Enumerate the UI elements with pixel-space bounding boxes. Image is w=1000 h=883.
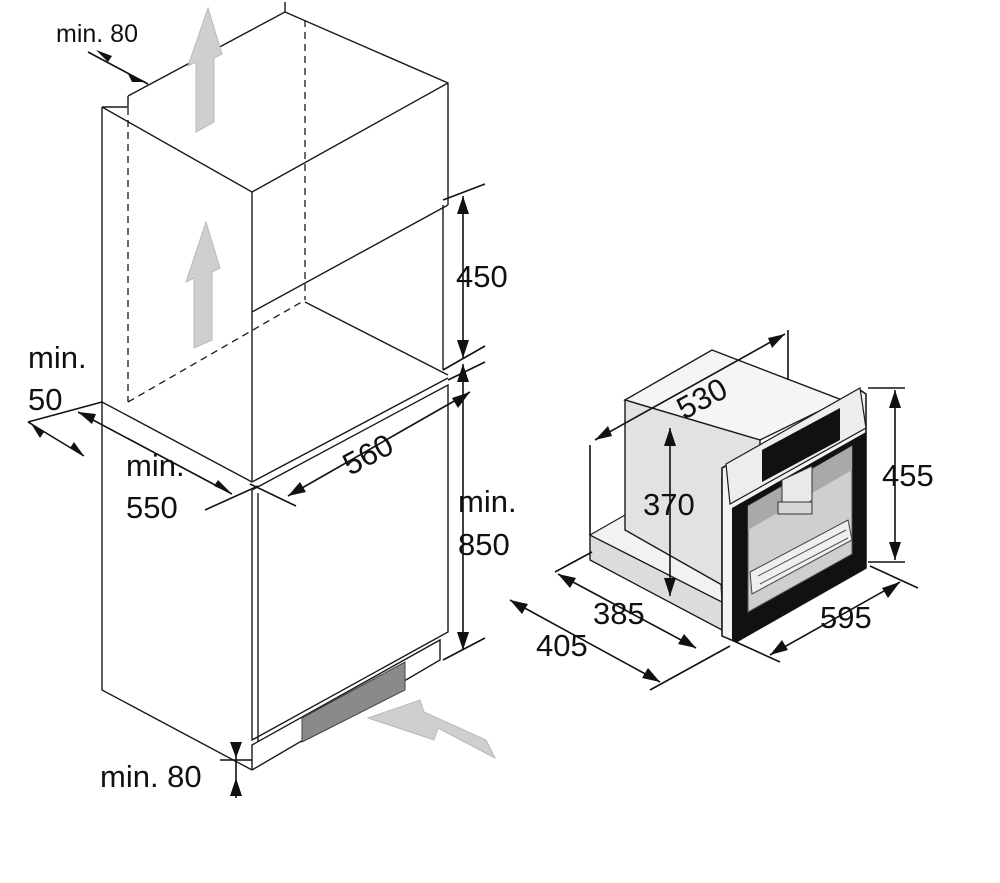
airflow-arrow-bottom-icon xyxy=(366,699,497,760)
label-app-width: 595 xyxy=(820,600,872,635)
cabinet-dimensions xyxy=(27,50,486,798)
label-floor-line2: 850 xyxy=(458,527,510,562)
label-app-inner-height: 370 xyxy=(643,487,695,522)
label-top-gap: min. 80 xyxy=(56,20,138,48)
airflow-arrow-middle-icon xyxy=(185,220,221,349)
label-floor-line1: min. xyxy=(458,484,517,519)
label-width: 560 xyxy=(337,427,399,482)
label-bottom-gap: min. 80 xyxy=(100,759,202,794)
label-depth-line1: min. xyxy=(126,448,185,483)
label-app-height: 455 xyxy=(882,458,934,493)
appliance-dimensions xyxy=(509,330,919,691)
label-side-gap-line2: 50 xyxy=(28,382,62,417)
airflow-arrow-top-icon xyxy=(187,6,223,133)
label-niche-height: 450 xyxy=(456,259,508,294)
tall-cabinet xyxy=(101,2,449,771)
label-app-depth-385: 385 xyxy=(593,596,645,631)
label-side-gap-line1: min. xyxy=(28,340,87,375)
label-app-depth-405: 405 xyxy=(536,628,588,663)
coffee-machine xyxy=(588,349,867,643)
label-depth-line2: 550 xyxy=(126,490,178,525)
